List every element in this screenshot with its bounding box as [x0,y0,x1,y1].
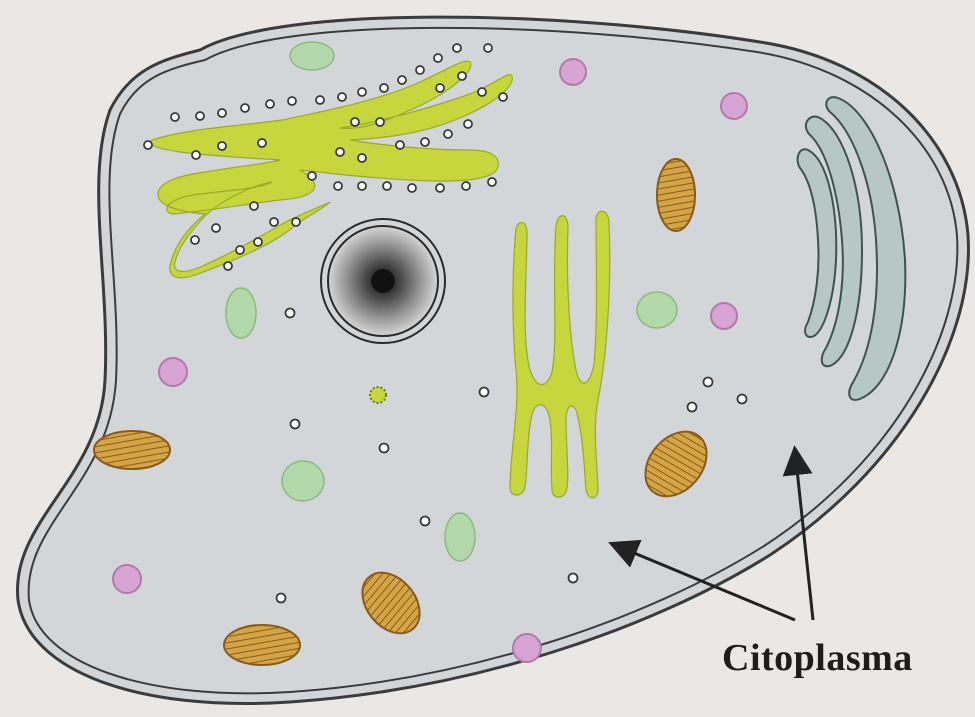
centrosome [370,387,386,403]
mitochondrion [657,159,695,231]
cytoplasm-label: Citoplasma [722,636,913,680]
mitochondrion [224,625,300,665]
mitochondrion [94,431,170,469]
nucleolus [371,269,395,293]
nucleus [321,219,445,343]
